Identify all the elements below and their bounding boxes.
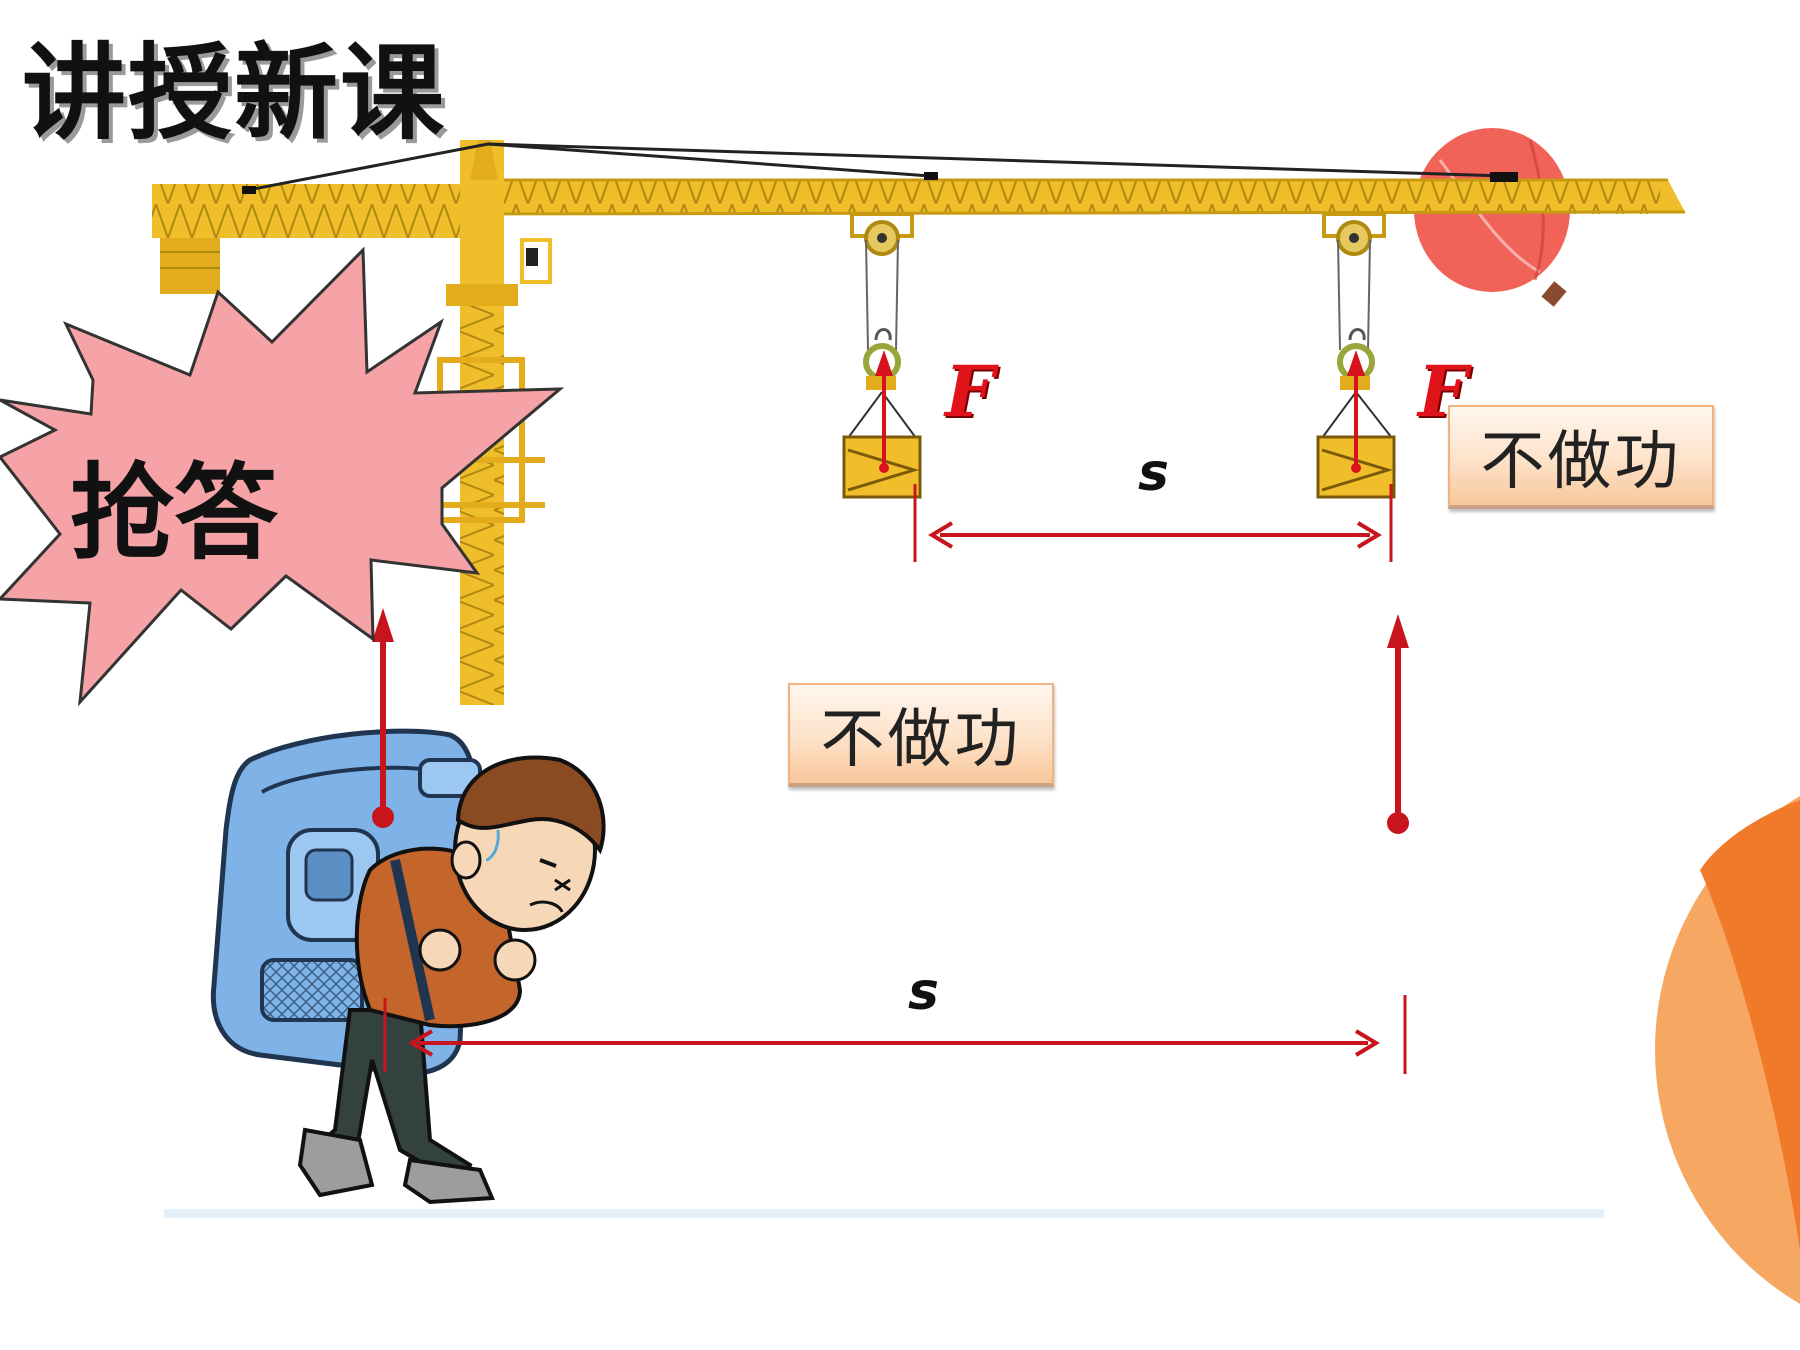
crane-no-work-text: 不做功 <box>1480 425 1682 499</box>
hiker-displacement-arrow <box>383 995 1407 1074</box>
crane-force-arrow-2 <box>1347 350 1365 473</box>
hiker-distance-symbol: s <box>908 962 939 1022</box>
crane-force-arrow-1 <box>875 350 893 473</box>
ground-line <box>164 1209 1604 1218</box>
crane-displacement-arrow <box>913 484 1393 562</box>
quick-answer-label[interactable]: 抢答 <box>70 452 279 574</box>
quick-answer-badge[interactable] <box>0 246 565 707</box>
walker-no-work-text: 不做功 <box>820 703 1022 777</box>
tower-crane <box>152 140 1686 705</box>
walker-no-work-label[interactable]: 不做功 <box>788 683 1054 787</box>
destination-force-arrow <box>1387 614 1409 834</box>
crane-distance-symbol: s <box>1138 443 1169 503</box>
hiker-with-backpack <box>210 728 606 1205</box>
hiker-force-arrow <box>372 608 394 828</box>
page-title: 讲授新课 <box>22 32 447 154</box>
force-symbol-1: F <box>945 350 995 433</box>
hot-air-balloon <box>1414 128 1570 307</box>
decorative-orange-circle <box>1655 796 1800 1304</box>
crane-no-work-label[interactable]: 不做功 <box>1448 405 1714 509</box>
